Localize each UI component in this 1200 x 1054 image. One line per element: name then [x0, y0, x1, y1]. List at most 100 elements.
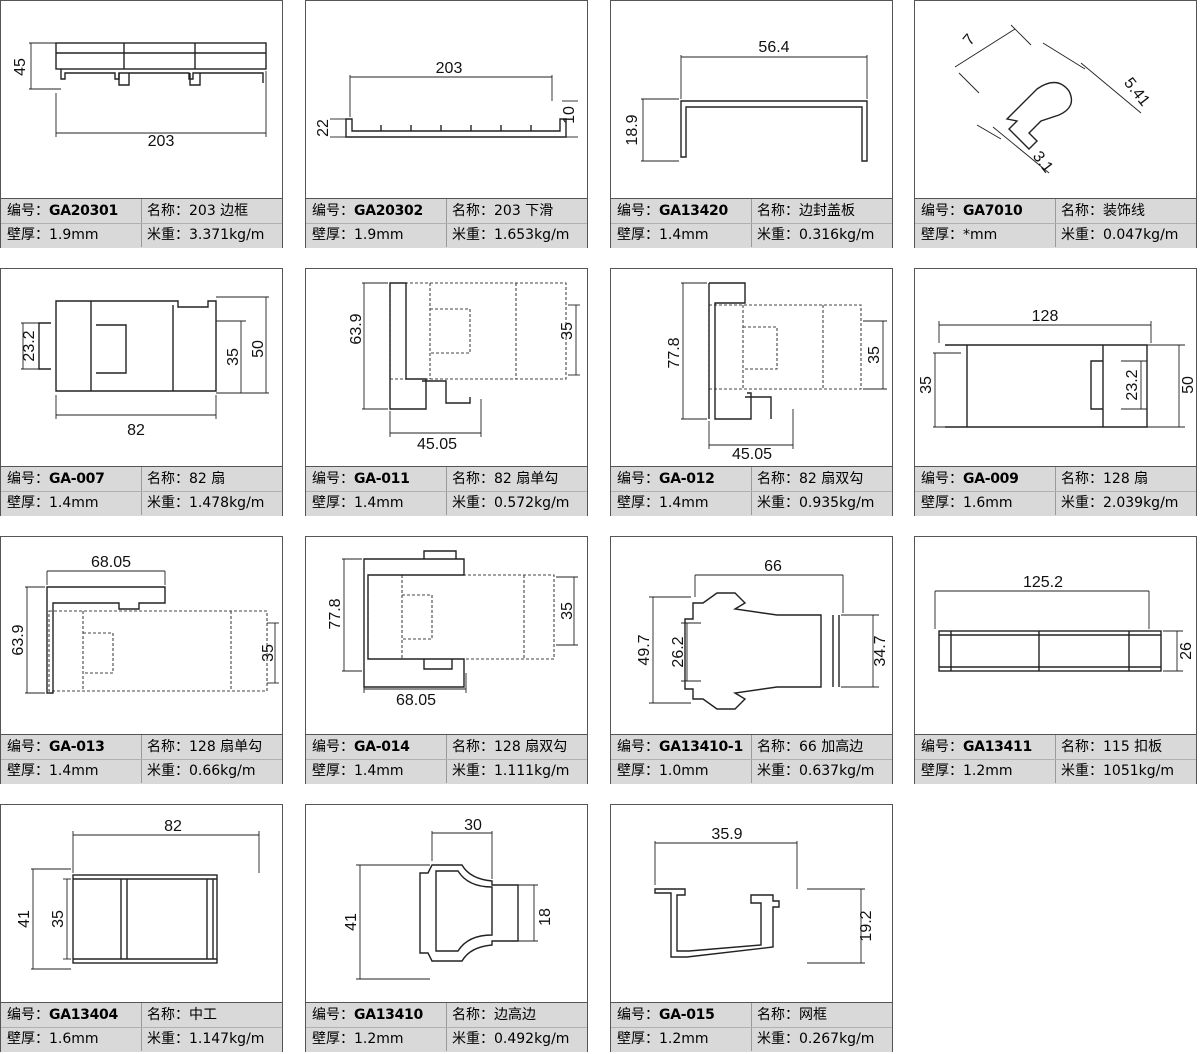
wall-thickness: 1.6mm	[49, 1031, 99, 1047]
meter-weight: 1.653kg/m	[494, 227, 570, 243]
name-label: 名称：	[1061, 203, 1103, 219]
name-label: 名称：	[452, 739, 494, 755]
dimension-label: 34.7	[872, 635, 889, 666]
code-label: 编号：	[7, 203, 49, 219]
profile-drawing: 203 22 10	[306, 1, 587, 198]
profile-code: GA-012	[659, 471, 715, 487]
wall-label: 壁厚：	[312, 763, 354, 779]
dimension-label: 10	[561, 106, 578, 124]
profile-info-panel: 编号：GA-014 名称：128 扇双勾 壁厚：1.4mm 米重：1.111kg…	[306, 734, 587, 784]
wall-label: 壁厚：	[7, 1031, 49, 1047]
profile-card-ga7010: 7 5.41 3.1 编号：GA7010 名称：装饰线 壁厚：*mm 米重：0.…	[914, 0, 1197, 248]
profile-code: GA13420	[659, 203, 728, 219]
dimension-label: 30	[464, 817, 482, 834]
profile-code: GA13404	[49, 1007, 118, 1023]
profile-info-panel: 编号：GA13420 名称：边封盖板 壁厚：1.4mm 米重：0.316kg/m	[611, 198, 892, 248]
dimension-label: 45.05	[417, 436, 457, 453]
profile-name: 网框	[799, 1007, 827, 1023]
meter-weight: 2.039kg/m	[1103, 495, 1179, 511]
dimension-label: 82	[127, 422, 145, 439]
profile-card-ga-013: 68.05 63.9 35 编号：GA-013 名称：128 扇单勾 壁厚：1.…	[0, 536, 283, 784]
profile-name: 边高边	[494, 1007, 536, 1023]
code-label: 编号：	[921, 471, 963, 487]
wall-thickness: *mm	[963, 227, 998, 243]
weight-label: 米重：	[452, 495, 494, 511]
profile-code: GA-007	[49, 471, 105, 487]
profile-name: 边封盖板	[799, 203, 855, 219]
weight-label: 米重：	[147, 227, 189, 243]
profile-code: GA20301	[49, 203, 118, 219]
dimension-label: 35	[866, 346, 883, 364]
profile-card-ga13410-1: 66 49.7 26.2 34.7 编号：GA13410-1 名称：66 加高边…	[610, 536, 893, 784]
code-label: 编号：	[617, 203, 659, 219]
profile-info-panel: 编号：GA20301 名称：203 边框 壁厚：1.9mm 米重：3.371kg…	[1, 198, 282, 248]
code-label: 编号：	[312, 1007, 354, 1023]
meter-weight: 0.047kg/m	[1103, 227, 1179, 243]
profile-name: 128 扇双勾	[494, 739, 568, 755]
name-label: 名称：	[1061, 471, 1103, 487]
meter-weight: 0.66kg/m	[189, 763, 256, 779]
dimension-label: 35	[559, 602, 576, 620]
profile-drawing: 77.8 35 68.05	[306, 537, 587, 734]
meter-weight: 1.147kg/m	[189, 1031, 265, 1047]
profile-name: 82 扇双勾	[799, 471, 864, 487]
dimension-label: 50	[1180, 376, 1196, 394]
profile-code: GA-015	[659, 1007, 715, 1023]
dimension-label: 203	[148, 133, 175, 150]
wall-thickness: 1.4mm	[659, 495, 709, 511]
meter-weight: 1.478kg/m	[189, 495, 265, 511]
weight-label: 米重：	[1061, 763, 1103, 779]
dimension-label: 18	[537, 908, 554, 926]
dimension-label: 18.9	[624, 114, 641, 145]
profile-drawing: 56.4 18.9	[611, 1, 892, 198]
meter-weight: 3.371kg/m	[189, 227, 265, 243]
profile-code: GA7010	[963, 203, 1023, 219]
dimension-label: 7	[960, 31, 979, 49]
dimension-label: 56.4	[758, 39, 789, 56]
dimension-label: 68.05	[396, 692, 436, 709]
weight-label: 米重：	[452, 227, 494, 243]
code-label: 编号：	[7, 471, 49, 487]
wall-thickness: 1.2mm	[659, 1031, 709, 1047]
dimension-label: 45	[12, 58, 29, 76]
dimension-label: 66	[764, 558, 782, 575]
profile-info-panel: 编号：GA-015 名称：网框 壁厚：1.2mm 米重：0.267kg/m	[611, 1002, 892, 1052]
profile-drawing: 68.05 63.9 35	[1, 537, 282, 734]
dimension-label: 19.2	[858, 910, 875, 941]
dimension-label: 128	[1032, 308, 1059, 325]
name-label: 名称：	[757, 739, 799, 755]
profile-code: GA13411	[963, 739, 1032, 755]
profile-drawing: 7 5.41 3.1	[915, 1, 1196, 198]
profile-name: 203 边框	[189, 203, 249, 219]
profile-card-ga20301: 45 203 编号：GA20301 名称：203 边框 壁厚：1.9mm 米重：…	[0, 0, 283, 248]
code-label: 编号：	[617, 739, 659, 755]
code-label: 编号：	[312, 739, 354, 755]
dimension-label: 50	[250, 340, 267, 358]
name-label: 名称：	[757, 471, 799, 487]
wall-thickness: 1.4mm	[49, 495, 99, 511]
profile-info-panel: 编号：GA13410 名称：边高边 壁厚：1.2mm 米重：0.492kg/m	[306, 1002, 587, 1052]
profile-info-panel: 编号：GA-009 名称：128 扇 壁厚：1.6mm 米重：2.039kg/m	[915, 466, 1196, 516]
profile-code: GA13410	[354, 1007, 423, 1023]
profile-card-ga13404: 82 41 35 编号：GA13404 名称：中工 壁厚：1.6mm 米重：1.…	[0, 804, 283, 1052]
profile-drawing: 125.2 26	[915, 537, 1196, 734]
profile-info-panel: 编号：GA-013 名称：128 扇单勾 壁厚：1.4mm 米重：0.66kg/…	[1, 734, 282, 784]
profile-name: 中工	[189, 1007, 217, 1023]
dimension-label: 68.05	[91, 554, 131, 571]
wall-label: 壁厚：	[617, 1031, 659, 1047]
meter-weight: 1.111kg/m	[494, 763, 570, 779]
wall-label: 壁厚：	[921, 495, 963, 511]
weight-label: 米重：	[1061, 495, 1103, 511]
profile-card-ga-011: 63.9 35 45.05 编号：GA-011 名称：82 扇单勾 壁厚：1.4…	[305, 268, 588, 516]
profile-name: 203 下滑	[494, 203, 554, 219]
weight-label: 米重：	[147, 495, 189, 511]
dimension-label: 35.9	[711, 826, 742, 843]
profile-info-panel: 编号：GA-011 名称：82 扇单勾 壁厚：1.4mm 米重：0.572kg/…	[306, 466, 587, 516]
wall-thickness: 1.6mm	[963, 495, 1013, 511]
wall-thickness: 1.4mm	[659, 227, 709, 243]
profile-card-ga20302: 203 22 10 编号：GA20302 名称：203 下滑 壁厚：1.9mm …	[305, 0, 588, 248]
meter-weight: 0.492kg/m	[494, 1031, 570, 1047]
profile-card-ga-015: 35.9 19.2 编号：GA-015 名称：网框 壁厚：1.2mm 米重：0.…	[610, 804, 893, 1052]
dimension-label: 63.9	[10, 624, 27, 655]
code-label: 编号：	[7, 739, 49, 755]
